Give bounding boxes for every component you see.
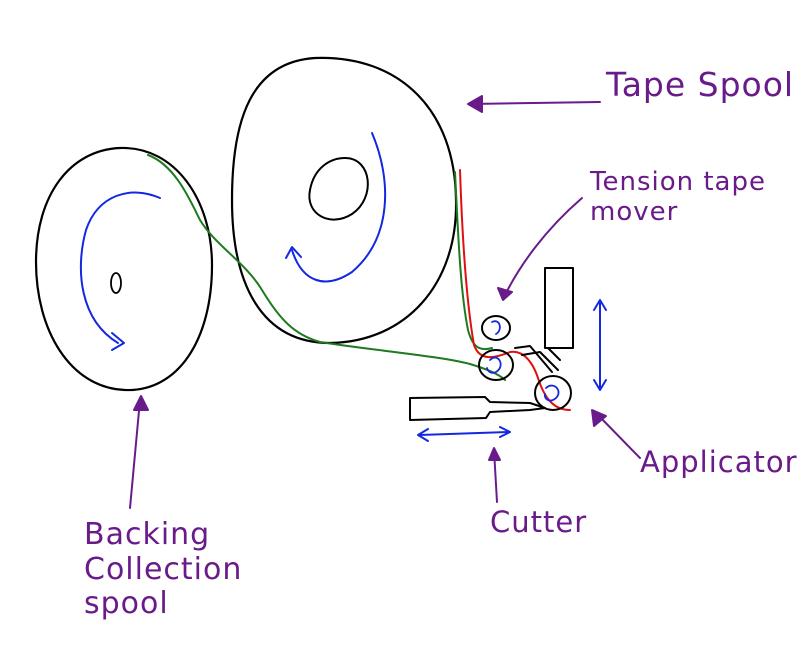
applicator-pointer bbox=[597, 414, 641, 459]
label-pointers bbox=[129, 95, 641, 509]
cutter-travel-arrow bbox=[417, 426, 511, 442]
applicator-pointer-head bbox=[591, 409, 607, 427]
applicator-actuator bbox=[544, 267, 574, 349]
cutter-label: Cutter bbox=[490, 505, 588, 539]
applicator-arm bbox=[514, 345, 561, 373]
tension-tape-mover-label: Tension tape mover bbox=[590, 167, 766, 227]
tape-path-line bbox=[459, 169, 571, 411]
applicator-roller bbox=[534, 375, 572, 411]
tape-spool bbox=[230, 56, 458, 345]
applicator-travel-arrow bbox=[593, 299, 607, 391]
backing-spool-outline bbox=[34, 146, 214, 392]
applicator-assembly bbox=[514, 267, 607, 411]
tension-roller-upper-rotation bbox=[491, 320, 501, 335]
tape-spool-rotation-arrowhead bbox=[285, 246, 302, 259]
backing-spool-rotation-arrow bbox=[79, 191, 161, 344]
tape-spool-pointer bbox=[469, 101, 601, 105]
applicator-roller-rotation bbox=[543, 384, 560, 402]
tape-spool-rotation-arrow bbox=[291, 132, 387, 283]
tension-pointer bbox=[504, 197, 583, 296]
applicator-label: Applicator bbox=[640, 445, 798, 479]
backing-pointer-head bbox=[133, 395, 149, 411]
cutter-pointer-head bbox=[488, 447, 501, 461]
backing-path-line bbox=[147, 154, 506, 381]
tape-spool-label: Tape Spool bbox=[606, 65, 795, 104]
backing-spool-hub bbox=[110, 272, 122, 294]
tension-tape-mover bbox=[478, 315, 514, 381]
backing-collection-spool-label: Backing Collection spool bbox=[84, 517, 243, 621]
backing-spool-rotation-arrowhead bbox=[111, 332, 125, 351]
tension-roller-upper bbox=[481, 315, 511, 341]
backing-path-line-inner bbox=[454, 171, 493, 350]
backing-pointer bbox=[129, 399, 141, 509]
cutter bbox=[409, 396, 546, 442]
tape-spool-outline bbox=[230, 56, 458, 345]
tape-spool-hub bbox=[308, 157, 369, 221]
tension-roller-lower bbox=[478, 349, 514, 381]
backing-collection-spool bbox=[34, 146, 214, 392]
tension-pointer-head bbox=[497, 287, 513, 301]
tension-roller-lower-rotation bbox=[486, 356, 502, 374]
cutter-body bbox=[409, 396, 546, 421]
tape-spool-pointer-head bbox=[467, 95, 483, 113]
